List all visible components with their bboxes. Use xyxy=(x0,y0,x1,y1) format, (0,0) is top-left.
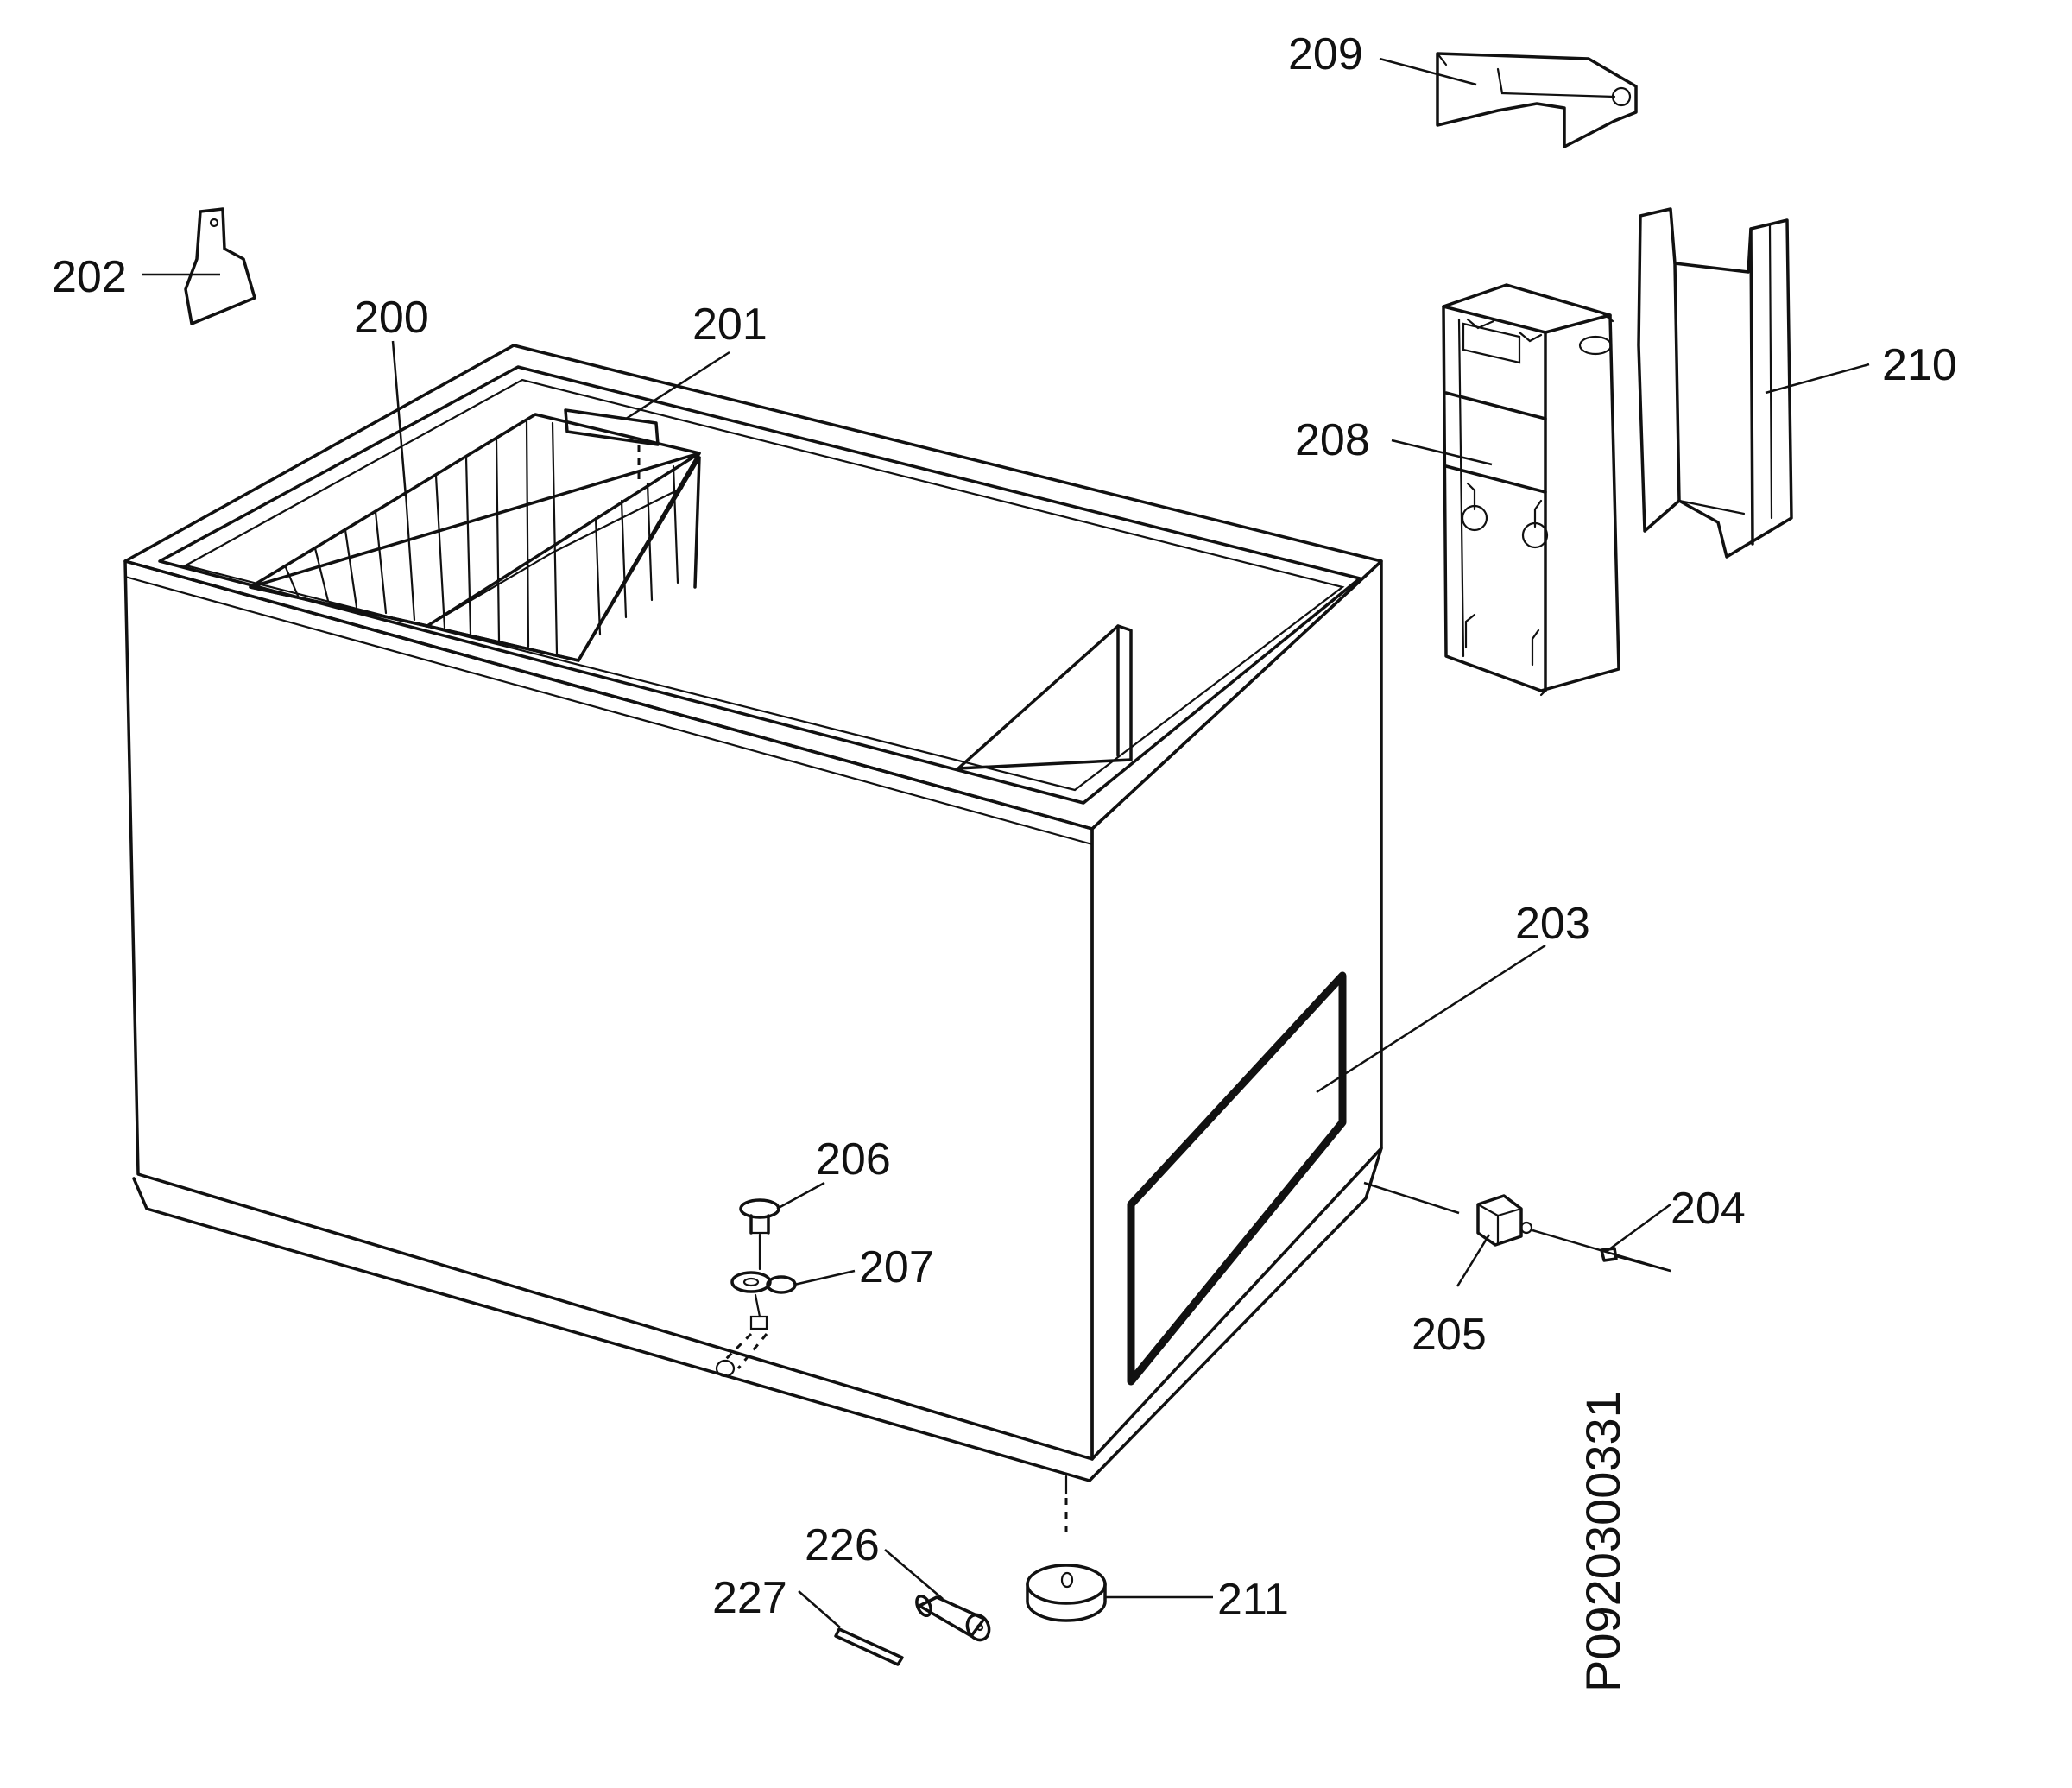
latch-part-202 xyxy=(184,207,256,325)
leader-204 xyxy=(1605,1203,1671,1254)
callout-201: 201 xyxy=(692,300,768,350)
washer-part-207 xyxy=(715,1271,797,1378)
callout-210: 210 xyxy=(1882,340,1957,390)
top-cap-part-209 xyxy=(1436,52,1638,148)
callout-206: 206 xyxy=(816,1134,891,1185)
callout-211: 211 xyxy=(1217,1575,1289,1625)
screw-part-204 xyxy=(1363,1181,1671,1273)
leader-207 xyxy=(793,1269,856,1286)
callout-207: 207 xyxy=(859,1242,934,1292)
callout-205: 205 xyxy=(1412,1310,1487,1360)
callout-202: 202 xyxy=(52,252,127,302)
leader-206 xyxy=(776,1181,825,1210)
leader-lines xyxy=(142,57,1870,1628)
leader-208 xyxy=(1391,439,1493,466)
callout-labels: 200 201 202 203 204 205 206 207 208 209 … xyxy=(52,29,1957,1625)
basket-part-200 xyxy=(249,408,701,662)
plug-part-205 xyxy=(1476,1194,1533,1247)
leader-200 xyxy=(391,340,407,497)
callout-204: 204 xyxy=(1671,1184,1746,1234)
leader-209 xyxy=(1379,57,1477,86)
pin-part-206 xyxy=(739,1198,780,1271)
callout-226: 226 xyxy=(805,1520,880,1570)
roller-part-226 xyxy=(915,1594,991,1642)
callout-200: 200 xyxy=(354,293,429,343)
leader-210 xyxy=(1765,363,1870,395)
rod-part-227 xyxy=(834,1627,904,1666)
cover-part-210 xyxy=(1637,207,1793,559)
callout-227: 227 xyxy=(712,1573,787,1623)
callout-203: 203 xyxy=(1515,899,1590,949)
drawing-number: P0920300331 xyxy=(1576,1391,1630,1692)
freezer-cabinet xyxy=(123,344,1383,1532)
callout-209: 209 xyxy=(1288,29,1363,79)
leader-201 xyxy=(625,351,730,420)
leader-226 xyxy=(884,1549,944,1600)
leader-205 xyxy=(1456,1234,1491,1287)
leader-227 xyxy=(798,1590,841,1628)
bracket-part-208 xyxy=(1442,283,1620,697)
foot-part-211 xyxy=(1026,1564,1107,1622)
leader-203 xyxy=(1316,944,1546,1094)
callout-208: 208 xyxy=(1295,415,1370,465)
